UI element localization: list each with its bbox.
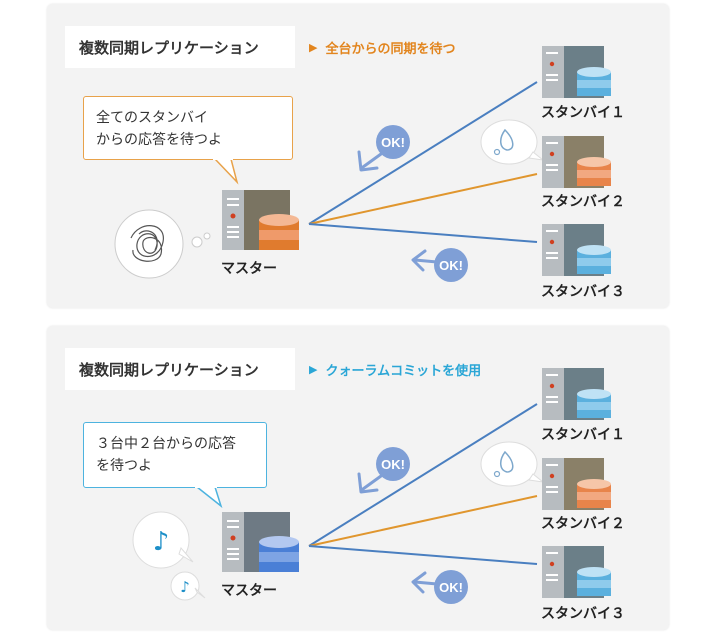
- standby-server-icon-1: [542, 368, 611, 420]
- panel-note-text: クォーラムコミットを使用: [325, 363, 482, 379]
- standby-server-icon-3: [542, 546, 611, 598]
- master-server-icon: [222, 512, 299, 572]
- ok-text-1: OK!: [381, 457, 405, 472]
- line-to-standby-3: [308, 223, 538, 243]
- line-to-standby-1: [308, 403, 538, 547]
- ok-text-1: OK!: [381, 135, 405, 150]
- diagram-graphics: OK! OK! ♪ ♪: [132, 368, 611, 604]
- music-note-icon: ♪: [170, 571, 206, 601]
- database-icon: [577, 567, 611, 596]
- bubble-tail-mask: [195, 484, 217, 488]
- standby-label-1: スタンバイ１: [541, 427, 625, 443]
- ok-badge-2: OK!: [411, 248, 468, 282]
- database-icon: [577, 157, 611, 186]
- master-label: マスター: [221, 261, 277, 277]
- speech-bubble: ３台中２台からの応答 を待つよ: [83, 422, 267, 488]
- speech-bubble: 全てのスタンバイ からの応答を待つよ: [83, 96, 293, 160]
- standby-server-icon-1: [542, 46, 611, 98]
- panel-note: ▶ 全台からの同期を待つ: [309, 26, 455, 68]
- ok-text-2: OK!: [439, 580, 463, 595]
- bubble-line-1: 全てのスタンバイ: [96, 110, 208, 126]
- line-to-standby-2: [308, 495, 538, 547]
- database-icon: [577, 245, 611, 274]
- bubble-tail: [213, 158, 239, 185]
- standby-server-icon-2: [542, 136, 611, 188]
- standby-server-icon-2: [542, 458, 611, 510]
- bubble-tail: [194, 486, 223, 509]
- arrow-icon: [357, 150, 379, 172]
- arrow-icon: [411, 571, 427, 594]
- database-icon: [577, 479, 611, 508]
- arrow-icon: [411, 249, 427, 272]
- panel-quorum-commit: 複数同期レプリケーション ▶ クォーラムコミットを使用 ３台中２台からの応答 を…: [47, 326, 669, 630]
- bubble-line-2: からの応答を待つよ: [96, 132, 222, 148]
- standby-label-2: スタンバイ２: [541, 516, 625, 532]
- sweat-drop-icon: [480, 119, 545, 165]
- ok-badge-1: OK!: [357, 125, 410, 172]
- panel-note: ▶ クォーラムコミットを使用: [309, 348, 481, 390]
- panel-title: 複数同期レプリケーション: [65, 348, 295, 390]
- bubble-line-2: を待つよ: [96, 458, 152, 474]
- line-to-standby-2: [308, 173, 538, 225]
- standby-server-icon-3: [542, 224, 611, 276]
- triangle-right-icon: ▶: [309, 362, 318, 376]
- line-to-standby-3: [308, 545, 538, 565]
- bubble-line-1: ３台中２台からの応答: [96, 436, 236, 452]
- line-to-standby-1: [308, 81, 538, 225]
- svg-text:♪: ♪: [180, 578, 190, 596]
- svg-text:♪: ♪: [153, 527, 170, 557]
- standby-label-3: スタンバイ３: [541, 606, 625, 622]
- panel-title: 複数同期レプリケーション: [65, 26, 295, 68]
- sweat-drop-icon: [480, 441, 545, 487]
- ok-badge-1: OK!: [357, 447, 410, 494]
- master-server-icon: [222, 190, 299, 250]
- arrow-icon: [357, 472, 379, 494]
- diagram-graphics: OK! OK!: [114, 46, 611, 282]
- database-icon: [577, 67, 611, 96]
- standby-label-2: スタンバイ２: [541, 194, 625, 210]
- database-icon: [259, 536, 299, 572]
- database-icon: [577, 389, 611, 418]
- music-note-icon: ♪: [132, 511, 194, 569]
- triangle-right-icon: ▶: [309, 40, 318, 54]
- master-label: マスター: [221, 583, 277, 599]
- standby-label-3: スタンバイ３: [541, 284, 625, 300]
- panel-note-text: 全台からの同期を待つ: [325, 41, 456, 57]
- panel-all-sync: 複数同期レプリケーション ▶ 全台からの同期を待つ 全てのスタンバイ からの応答…: [47, 4, 669, 308]
- frustration-scribble-icon: [114, 209, 211, 279]
- bubble-tail-mask: [213, 156, 233, 160]
- standby-label-1: スタンバイ１: [541, 105, 625, 121]
- ok-text-2: OK!: [439, 258, 463, 273]
- database-icon: [259, 214, 299, 250]
- ok-badge-2: OK!: [411, 570, 468, 604]
